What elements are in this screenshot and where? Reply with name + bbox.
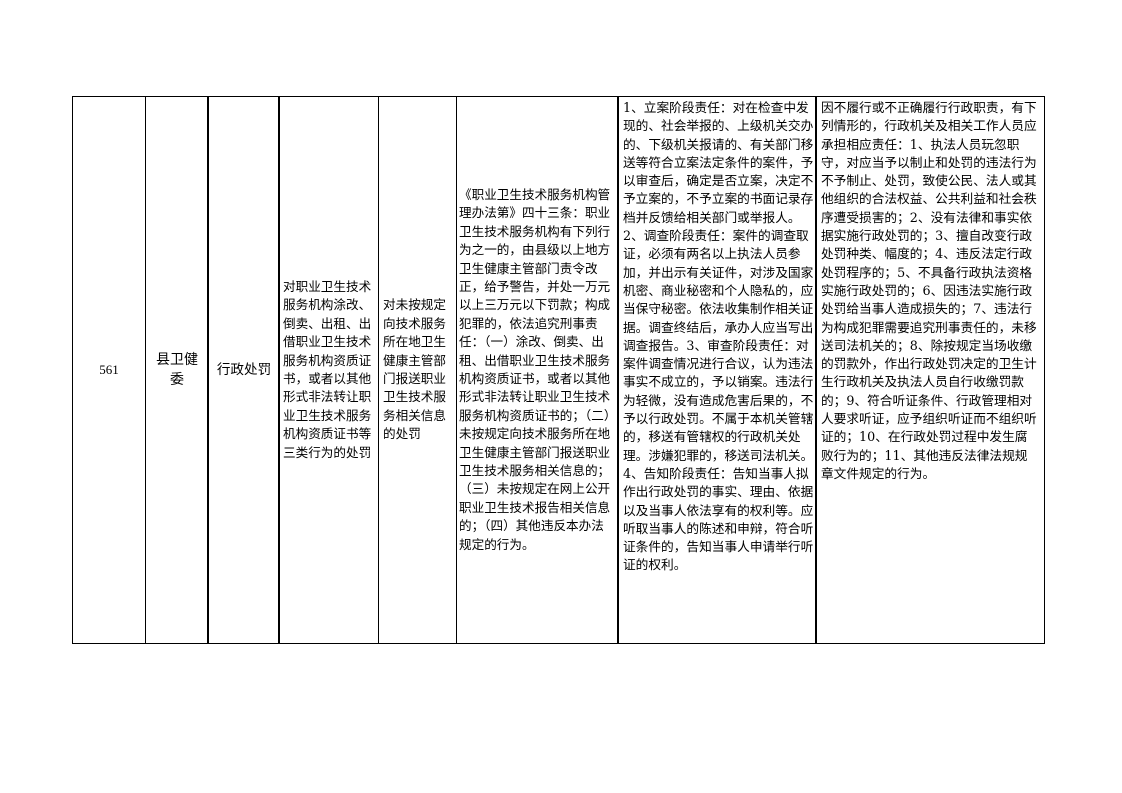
table-row: 561 县卫健委 行政处罚 对职业卫生技术服务机构涂改、倒卖、出租、出借职业卫生…	[72, 96, 1045, 644]
department-cell: 县卫健委	[146, 97, 208, 643]
column-divider	[207, 97, 209, 643]
responsibility-text: 1、立案阶段责任：对在检查中发现的、社会举报的、上级机关交办的、下级机关报请的、…	[623, 100, 814, 573]
seq-cell: 561	[73, 97, 145, 643]
item-name-cell: 对职业卫生技术服务机构涂改、倒卖、出租、出借职业卫生技术服务机构资质证书，或者以…	[280, 97, 378, 643]
accountability-text: 因不履行或不正确履行行政职责，有下列情形的，行政机关及相关工作人员应承担相应责任…	[821, 100, 1037, 481]
sub-item-name: 对未按规定向技术服务所在地卫生健康主管部门报送职业卫生技术服务相关信息的处罚	[383, 297, 446, 442]
item-name: 对职业卫生技术服务机构涂改、倒卖、出租、出借职业卫生技术服务机构资质证书，或者以…	[283, 278, 372, 460]
power-type: 行政处罚	[216, 361, 272, 378]
column-divider	[278, 97, 280, 643]
sub-item-cell: 对未按规定向技术服务所在地卫生健康主管部门报送职业卫生技术服务相关信息的处罚	[379, 97, 457, 643]
power-type-cell: 行政处罚	[209, 97, 279, 643]
column-divider	[378, 97, 379, 643]
responsibility-cell: 1、立案阶段责任：对在检查中发现的、社会举报的、上级机关交办的、下级机关报请的、…	[620, 97, 817, 643]
column-divider	[617, 97, 619, 643]
legal-basis-text: 《职业卫生技术服务机构管理办法第》四十三条：职业卫生技术服务机构有下列行为之一的…	[459, 186, 611, 552]
column-divider	[815, 97, 817, 643]
legal-basis-cell: 《职业卫生技术服务机构管理办法第》四十三条：职业卫生技术服务机构有下列行为之一的…	[457, 97, 618, 643]
column-divider	[456, 97, 457, 643]
seq-number: 561	[99, 361, 119, 377]
department-name: 县卫健委	[156, 352, 198, 388]
accountability-cell: 因不履行或不正确履行行政职责，有下列情形的，行政机关及相关工作人员应承担相应责任…	[817, 97, 1044, 643]
column-divider	[145, 97, 146, 643]
